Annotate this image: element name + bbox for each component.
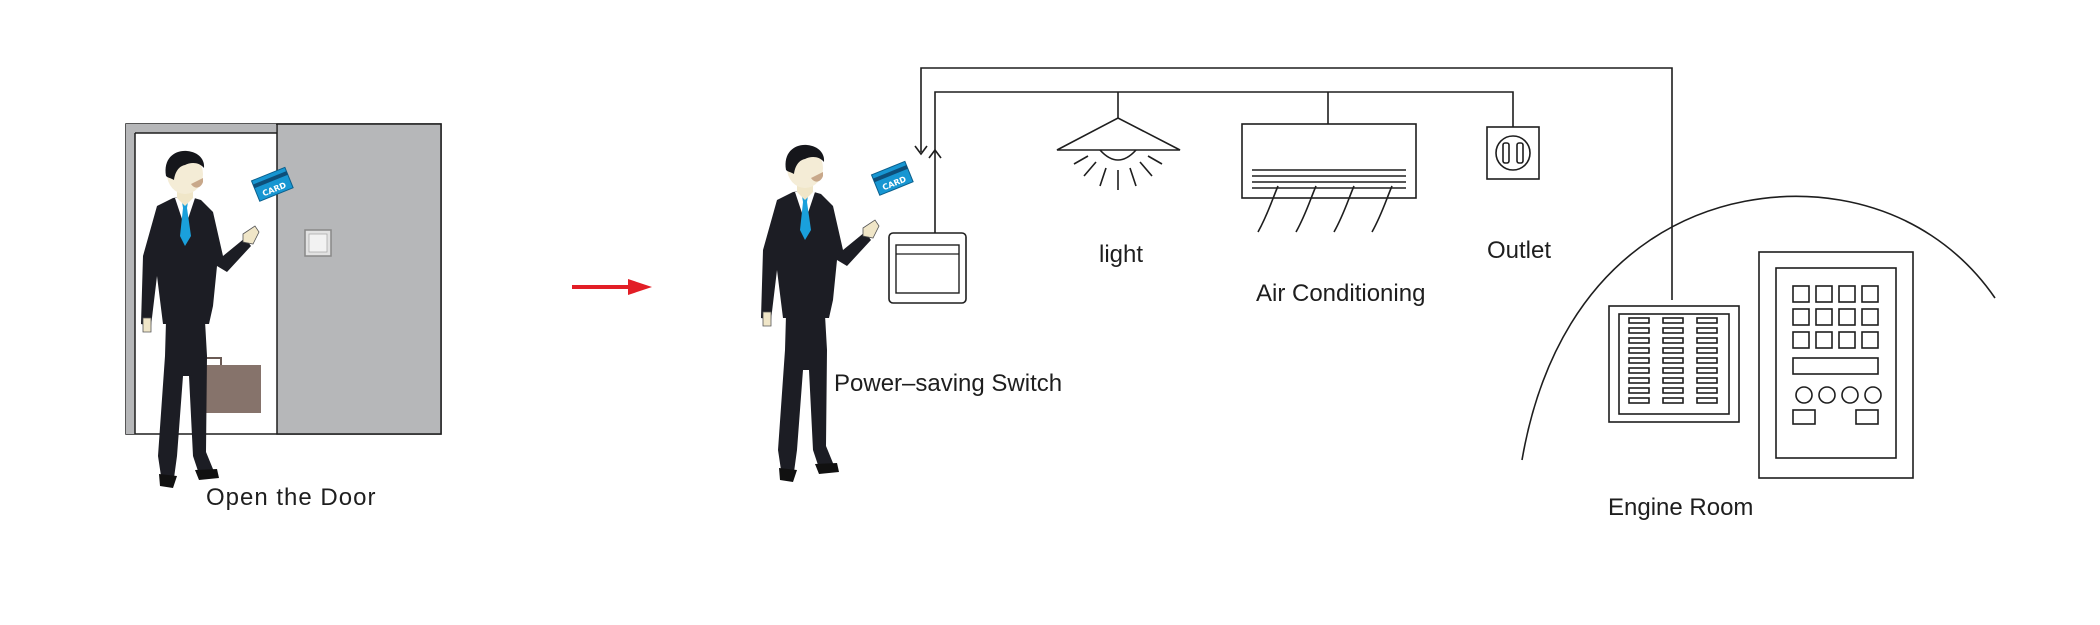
engine-room-arc (1521, 195, 1996, 461)
engine-room-label: Engine Room (1608, 494, 1754, 521)
wiring (914, 67, 1673, 300)
arrow-right-icon (572, 279, 652, 295)
wall-switch-icon (888, 232, 967, 304)
air-conditioning-label: Air Conditioning (1256, 280, 1426, 307)
power-saving-switch-label: Power–saving Switch (834, 370, 1063, 397)
man-with-card-icon: CARD (760, 144, 914, 483)
ceiling-lamp-icon (1056, 117, 1181, 190)
distribution-cabinet-icon (1608, 305, 1740, 423)
air-conditioner-icon (1241, 123, 1417, 233)
control-cabinet-icon (1758, 251, 1914, 479)
open-door-label: Open the Door (206, 484, 377, 511)
power-outlet-icon (1486, 126, 1540, 180)
light-label: light (1099, 241, 1144, 268)
man-with-card-icon: CARD (140, 150, 294, 489)
outlet-label: Outlet (1487, 237, 1552, 264)
